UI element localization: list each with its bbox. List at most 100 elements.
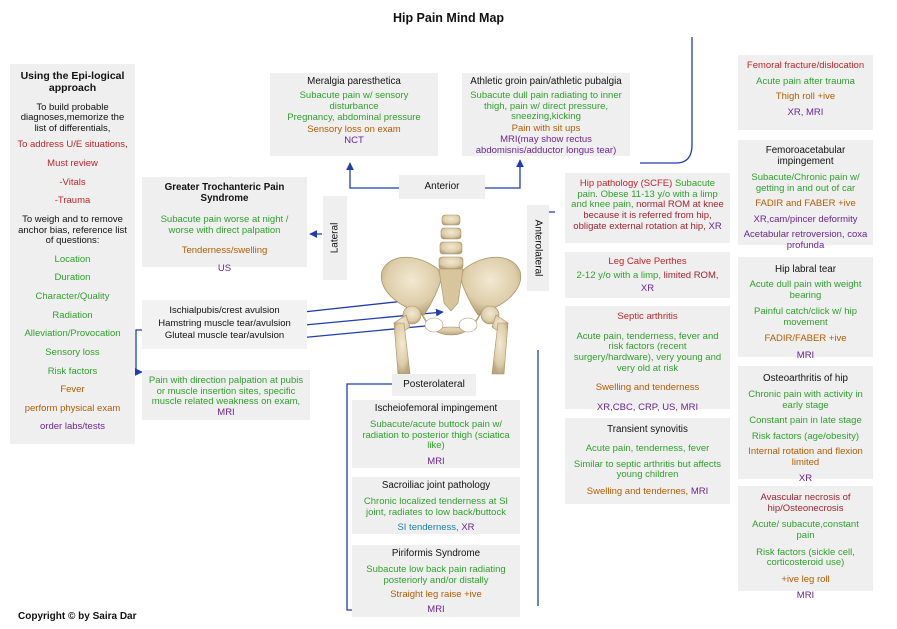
epi-line: Risk factors — [47, 365, 98, 377]
oa-line: Chronic pain with activity in early stag… — [748, 388, 863, 411]
epi-line: Must review — [47, 158, 98, 169]
oa-line: Constant pain in late stage — [749, 415, 862, 427]
epi-line: -Vitals — [59, 176, 86, 188]
oa-line: Internal rotation and flexion limited — [748, 446, 863, 469]
scfe-test: XR — [708, 220, 722, 232]
perthes-name: Leg Calve Perthes — [608, 256, 687, 267]
transient-test: MRI — [690, 485, 709, 497]
scfe-desc1: Subacute pain. — [577, 178, 716, 200]
epi-line: Character/Quality — [35, 291, 110, 302]
fracture-line: Acute pain after trauma — [756, 75, 855, 87]
piri-line: MRI — [427, 603, 445, 615]
arrow-to-athletic — [485, 159, 524, 189]
fracture-line: XR, MRI — [787, 106, 824, 118]
epi-line: Duration — [54, 272, 91, 284]
posterolateral-bracket — [346, 383, 392, 611]
ischio-heading: Ischeiofemoral impingement — [374, 403, 498, 414]
perthes-test: XR — [640, 283, 655, 295]
avn-line: +ive leg roll — [781, 573, 830, 585]
avulsion-detail-test: MRI — [217, 406, 235, 418]
avulsion-item: Ischialpubis/crest avulsion — [169, 305, 280, 316]
fracture-heading: Femoral fracture/dislocation — [746, 60, 865, 71]
greater-trochanteric-box: Greater Trochanteric Pain Syndrome Subac… — [142, 177, 307, 273]
greater-line: US — [217, 262, 232, 274]
top-right-curve — [640, 37, 693, 164]
epi-line: perform physical exam — [24, 402, 121, 414]
septic-arthritis-box: Septic arthritis Acute pain, tenderness,… — [565, 306, 730, 412]
fracture-line: Thigh roll +ive — [775, 91, 836, 103]
meralgia-line: Sensory loss on exam — [307, 123, 401, 135]
region-label-anterior: Anterior — [399, 175, 485, 199]
greater-heading: Greater Trochanteric Pain Syndrome — [164, 182, 285, 204]
piri-line: Subacute low back pain radiating posteri… — [366, 563, 506, 586]
sacro-desc: Chronic localized tenderness at SI joint… — [363, 495, 509, 518]
epi-line: To weigh and to remove anchor bias, refe… — [18, 213, 127, 247]
epi-line: To address U/E situations, — [17, 139, 128, 151]
region-label-anterolateral-text: Anterolateral — [532, 219, 544, 277]
transient-exam: Swelling and tendernes, — [586, 485, 689, 497]
copyright-text: Copyright © by Saira Dar — [18, 611, 137, 622]
piri-heading: Piriformis Syndrome — [391, 548, 481, 559]
avn-line: MRI — [796, 590, 815, 602]
piriformis-syndrome-box: Piriformis Syndrome Subacute low back pa… — [352, 545, 520, 617]
epi-line: To build probable diagnoses,memorize the… — [20, 101, 125, 134]
avulsion-item: Gluteal muscle tear/avulsion — [164, 330, 285, 342]
arrow-to-meralgia — [346, 162, 399, 189]
sacroiliac-joint-box: Sacroiliac joint pathology Chronic local… — [352, 477, 520, 534]
scfe-box: Hip pathology (SCFE) Subacute pain. Obes… — [565, 173, 730, 243]
avulsion-list-box: Ischialpubis/crest avulsion Hamstring mu… — [142, 300, 307, 349]
meralgia-line: NCT — [344, 135, 364, 147]
athletic-heading: Athletic groin pain/athletic pubalgia — [470, 76, 622, 87]
scfe-exam: normal ROM at knee because it is referre… — [573, 199, 724, 232]
meralgia-line: Subacute pain w/ sensory disturbance — [299, 89, 409, 112]
page-title: Hip Pain Mind Map — [392, 11, 505, 25]
avn-line: Risk factors (sickle cell, corticosteroi… — [756, 546, 855, 569]
transient-synovitis-box: Transient synovitis Acute pain, tenderne… — [565, 418, 730, 504]
piri-line: Straight leg raise +ive — [390, 589, 482, 601]
perthes-desc: 2-12 y/o with a limp, — [576, 269, 661, 281]
avulsion-detail-text: Pain with direction palpation at pubis o… — [148, 375, 304, 408]
epi-logical-approach-box: Using the Epi-logical approach To build … — [10, 64, 135, 444]
avulsion-item: Hamstring muscle tear/avulsion — [158, 317, 291, 329]
meralgia-paresthetica-box: Meralgia paresthetica Subacute pain w/ s… — [270, 73, 438, 156]
oa-line: XR — [798, 472, 813, 484]
oa-heading: Osteoarthritis of hip — [763, 373, 848, 384]
ischeiofemoral-impingement-box: Ischeiofemoral impingement Subacute/acut… — [352, 400, 520, 468]
epi-line: Radiation — [52, 309, 93, 321]
hip-labral-tear-box: Hip labral tear Acute dull pain with wei… — [738, 257, 873, 361]
transient-desc1: Acute pain, tenderness, fever — [585, 442, 710, 454]
transient-desc2: Similar to septic arthritis but affects … — [573, 458, 722, 481]
sacro-heading: Sacroiliac joint pathology — [381, 480, 491, 491]
avascular-necrosis-box: Avascular necrosis of hip/Osteonecrosis … — [738, 486, 873, 601]
ischio-line: Subacute/acute buttock pain w/ radiation… — [362, 418, 510, 452]
avn-heading: Avascular necrosis of hip/Osteonecrosis — [760, 492, 851, 514]
labral-line: Acute dull pain with weight bearing — [749, 278, 862, 301]
sacro-test: XR — [461, 522, 475, 534]
transient-name: Transient synovitis — [607, 424, 688, 435]
epi-line: order labs/tests — [40, 421, 105, 433]
pelvis-illustration — [380, 214, 522, 375]
region-label-lateral: Lateral — [323, 196, 347, 280]
septic-heading: Septic arthritis — [617, 311, 678, 322]
scfe-desc2: Obese 11-13 y/o with a limp and knee pai… — [571, 188, 718, 211]
ischio-line: MRI — [427, 455, 445, 467]
meralgia-heading: Meralgia paresthetica — [307, 76, 401, 87]
region-label-posterolateral: Posterolateral — [392, 374, 476, 396]
fai-heading: Femoroacetabular impingement — [765, 145, 846, 167]
labral-line: FADIR/FABER +ive — [764, 333, 847, 345]
greater-line: Tenderness/swelling — [181, 245, 268, 257]
region-label-anterolateral: Anterolateral — [527, 205, 549, 291]
perthes-box: Leg Calve Perthes 2-12 y/o with a limp, … — [565, 252, 730, 298]
athletic-groin-pain-box: Athletic groin pain/athletic pubalgia Su… — [462, 73, 630, 156]
fai-line: Subacute/Chronic pain w/ getting in and … — [751, 171, 860, 194]
labral-line: Painful catch/click w/ hip movement — [754, 306, 857, 328]
labral-line: MRI — [796, 350, 815, 362]
epi-line: Alleviation/Provocation — [24, 328, 121, 340]
septic-line: XR,CBC, CRP, US, MRI — [596, 401, 699, 413]
femoroacetabular-impingement-box: Femoroacetabular impingement Subacute/Ch… — [738, 140, 873, 251]
septic-line: Swelling and tenderness — [595, 382, 700, 394]
athletic-line: Pain with sit ups — [511, 122, 581, 134]
epi-line: Location — [54, 253, 91, 265]
scfe-name: Hip pathology (SCFE) — [579, 178, 673, 189]
fai-line: FADIR and FABER +ive — [755, 198, 856, 210]
